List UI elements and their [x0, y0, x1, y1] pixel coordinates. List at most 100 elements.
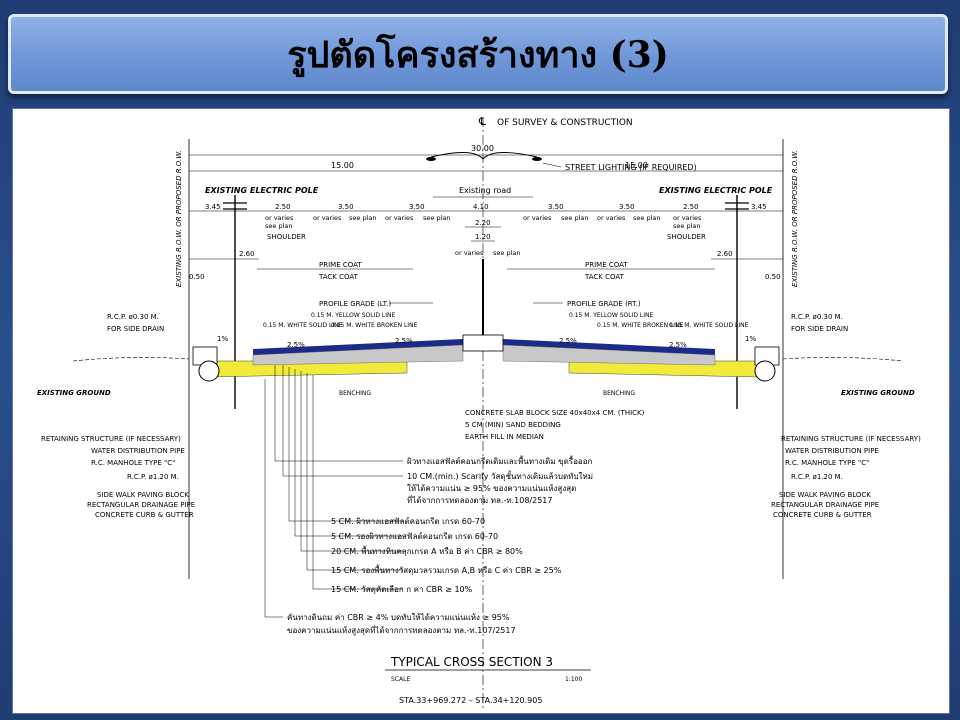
slope-25-left-2: 2.5%	[395, 337, 413, 345]
layer-note-2: ให้ได้ความแน่น ≥ 95% ของความแน่นแห้งสูงส…	[407, 484, 576, 494]
cross-section-svg: ℄ OF SURVEY & CONSTRUCTION EXISTING R.O.…	[37, 115, 921, 709]
benching-right: BENCHING	[603, 390, 635, 397]
white-solid-left: 0.15 M. WHITE SOLID LINE	[263, 322, 343, 329]
side-drain-right: FOR SIDE DRAIN	[791, 325, 848, 333]
dim-250-left: 2.50	[275, 203, 291, 211]
water-pipe-left: WATER DISTRIBUTION PIPE	[91, 447, 185, 455]
dim-050-right: 0.50	[765, 273, 781, 281]
title-bar: รูปตัดโครงสร้างทาง (3)	[8, 14, 948, 94]
layer-note-5: 5 CM. รองผิวทางแอสฟัลต์คอนกรีต เกรด 60-7…	[331, 531, 498, 541]
existing-ground-label-right: EXISTING GROUND	[841, 389, 915, 397]
profile-grade-lt: PROFILE GRADE (LT.)	[319, 300, 391, 308]
white-solid-right: 0.15 M. WHITE SOLID LINE	[669, 322, 749, 329]
retaining-right: RETAINING STRUCTURE (IF NECESSARY)	[781, 435, 921, 443]
cross-section-drawing: ℄ OF SURVEY & CONSTRUCTION EXISTING R.O.…	[12, 108, 950, 714]
row-label-right: EXISTING R.O.W. OR PROPOSED R.O.W.	[791, 150, 799, 287]
layer-note-8: 15 CM. วัสดุคัดเลือก ก ค่า CBR ≥ 10%	[331, 585, 473, 594]
layer-note-9: คันทางดินถม ค่า CBR ≥ 4% บดทับให้ได้ความ…	[287, 613, 510, 622]
dim-345-left: 3.45	[205, 203, 221, 211]
asphalt-left	[253, 339, 463, 355]
concrete-slab: CONCRETE SLAB BLOCK SIZE 40x40x4 CM. (TH…	[465, 409, 645, 417]
rcp-120-left: R.C.P. ø1.20 M.	[127, 473, 179, 481]
rcp-030-right: R.C.P. ø0.30 M.	[791, 313, 843, 321]
side-drain-left: FOR SIDE DRAIN	[107, 325, 164, 333]
dim-220: 2.20	[475, 219, 491, 227]
curb-right: CONCRETE CURB & GUTTER	[773, 511, 872, 519]
tack-coat-left: TACK COAT	[318, 273, 359, 281]
dim-350-left-1: 3.50	[338, 203, 354, 211]
manhole-left: R.C. MANHOLE TYPE "C"	[91, 459, 175, 467]
layer-leader-lines	[264, 365, 403, 618]
see-plan-5: see plan	[633, 214, 661, 222]
dim-350-right-1: 3.50	[548, 203, 564, 211]
dim-345-right: 3.45	[751, 203, 767, 211]
lamp-arm-left	[430, 152, 484, 160]
rcp-030-left: R.C.P. ø0.30 M.	[107, 313, 159, 321]
subgrade-right	[502, 344, 716, 366]
centerline-symbol: ℄	[478, 115, 486, 128]
station-range: STA.33+969.272 – STA.34+120.905	[399, 696, 542, 705]
rcp-pipe-right	[754, 360, 776, 382]
manhole-right: R.C. MANHOLE TYPE "C"	[785, 459, 869, 467]
or-varies-3: or varies	[385, 214, 414, 222]
shoulder-right: SHOULDER	[667, 233, 706, 241]
dim-260-left: 2.60	[239, 250, 255, 258]
slide-title: รูปตัดโครงสร้างทาง (3)	[287, 33, 669, 76]
sidewalk-right: SIDE WALK PAVING BLOCK	[779, 491, 871, 499]
slope-25-right-1: 2.5%	[559, 337, 577, 345]
existing-ground-label-left: EXISTING GROUND	[37, 389, 111, 397]
median-see-plan: see plan	[493, 249, 521, 257]
slope-1-left: 1%	[217, 335, 228, 343]
scale-value: 1:100	[565, 676, 582, 683]
row-label-left: EXISTING R.O.W. OR PROPOSED R.O.W.	[175, 150, 183, 287]
see-plan-4: see plan	[561, 214, 589, 222]
dim-half-left: 15.00	[331, 161, 354, 170]
layer-note-1: 10 CM.(min.) Scarify วัสดุชั้นทางเดิมแล้…	[407, 470, 593, 481]
lamp-arm-right	[482, 152, 538, 160]
see-plan-6: see plan	[673, 222, 701, 230]
or-varies-5: or varies	[597, 214, 626, 222]
see-plan-1: see plan	[265, 222, 293, 230]
lamp-head-right	[532, 157, 542, 161]
rcp-pipe-left	[198, 360, 220, 382]
scale-label: SCALE	[391, 676, 410, 683]
profile-grade-rt: PROFILE GRADE (RT.)	[567, 300, 641, 308]
pole-label-right: EXISTING ELECTRIC POLE	[659, 186, 773, 195]
yellow-solid-right: 0.15 M. YELLOW SOLID LINE	[569, 312, 654, 319]
layer-note-0: ผิวทางแอสฟัลต์คอนกรีตเดิมและพื้นทางเดิม …	[407, 455, 593, 466]
dim-120: 1.20	[475, 233, 491, 241]
water-pipe-right: WATER DISTRIBUTION PIPE	[785, 447, 879, 455]
rect-pipe-right: RECTANGULAR DRAINAGE PIPE	[771, 501, 879, 509]
dim-350-right-2: 3.50	[619, 203, 635, 211]
section-title: TYPICAL CROSS SECTION 3	[390, 655, 553, 669]
dim-350-left-2: 3.50	[409, 203, 425, 211]
slope-25-right-2: 2.5%	[669, 341, 687, 349]
layer-note-10: ของความแน่นแห้งสูงสุดที่ได้จากการทดลองตา…	[287, 624, 516, 636]
centerline-label: OF SURVEY & CONSTRUCTION	[497, 118, 633, 128]
subgrade-left	[252, 344, 464, 366]
yellow-solid-left: 0.15 M. YELLOW SOLID LINE	[311, 312, 396, 319]
tack-coat-right: TACK COAT	[584, 273, 625, 281]
prime-coat-right: PRIME COAT	[585, 261, 628, 269]
earth-fill: EARTH FILL IN MEDIAN	[465, 433, 544, 441]
or-varies-4: or varies	[523, 214, 552, 222]
sidewalk-left: SIDE WALK PAVING BLOCK	[97, 491, 189, 499]
asphalt-right	[503, 339, 715, 355]
prime-coat-left: PRIME COAT	[319, 261, 362, 269]
or-varies-1: or varies	[265, 214, 294, 222]
dim-half-right: 15.00	[625, 161, 648, 170]
dim-050-left: 0.50	[189, 273, 205, 281]
median-or-varies: or varies	[455, 249, 484, 257]
slope-25-left-1: 2.5%	[287, 341, 305, 349]
dim-total: 30.00	[471, 144, 494, 153]
retaining-left: RETAINING STRUCTURE (IF NECESSARY)	[41, 435, 181, 443]
benching-left: BENCHING	[339, 390, 371, 397]
shoulder-left: SHOULDER	[267, 233, 306, 241]
lamp-leader	[542, 162, 562, 168]
layer-note-3: ที่ได้จากการทดลองตาม ทล.-ท.108/2517	[407, 494, 552, 505]
layer-note-6: 20 CM. พื้นทางหินคลุกเกรด A หรือ B ค่า C…	[331, 545, 523, 556]
dim-250-right: 2.50	[683, 203, 699, 211]
slope-1-right: 1%	[745, 335, 756, 343]
rect-pipe-left: RECTANGULAR DRAINAGE PIPE	[87, 501, 195, 509]
median-block	[462, 334, 504, 352]
